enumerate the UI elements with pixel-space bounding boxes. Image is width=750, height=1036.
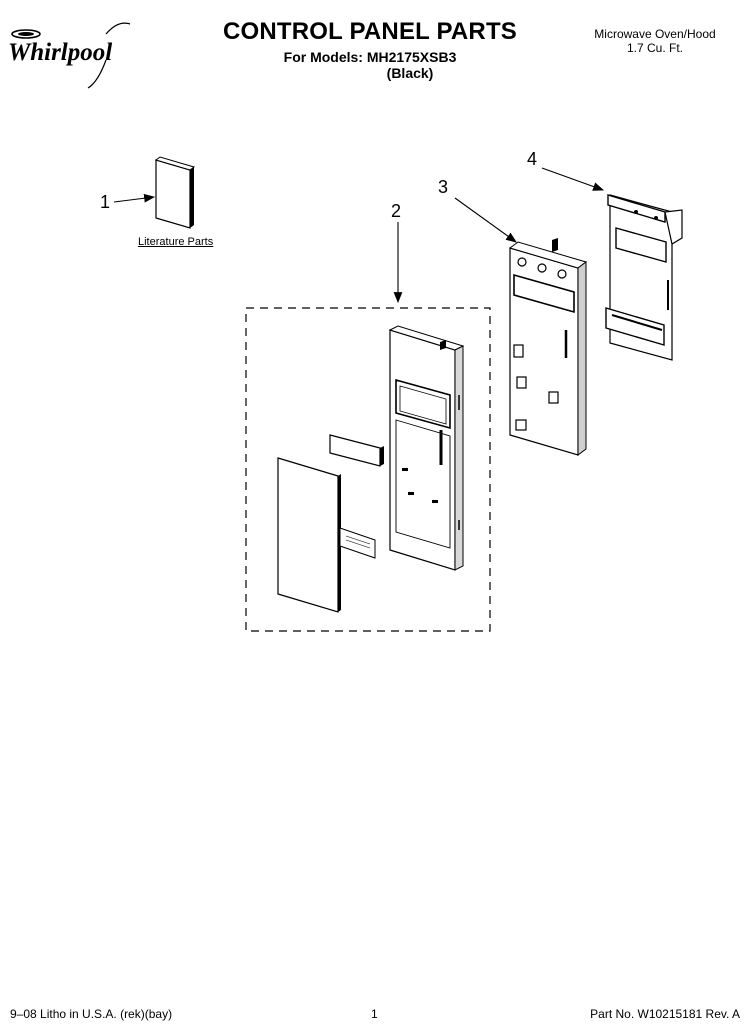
display-lens: [329, 434, 384, 467]
whirlpool-logo-graphic: Whirlpool: [8, 22, 131, 89]
control-panel-bracket-part: [508, 238, 588, 456]
callout-4: 4: [527, 149, 538, 169]
model-color: (Black): [386, 65, 434, 81]
page-title: CONTROL PANEL PARTS: [222, 18, 518, 45]
membrane-tail-tag: [339, 527, 376, 559]
product-capacity: 1.7 Cu. Ft.: [626, 41, 684, 55]
callout-2: 2: [391, 201, 402, 221]
literature-booklet-part: [154, 156, 196, 229]
callout-4-arrow: [541, 167, 605, 191]
assembly-2-dashed-box: [245, 307, 491, 632]
callout-1-arrow: [113, 193, 156, 203]
control-panel-front: [388, 325, 465, 571]
footer-part-number: Part No. W10215181 Rev. A: [590, 1007, 740, 1021]
whirlpool-logo: Whirlpool: [6, 22, 156, 92]
footer-litho: 9–08 Litho in U.S.A. (rek)(bay): [10, 1007, 173, 1021]
touchpad-overlay: [277, 457, 341, 613]
callout-3: 3: [438, 177, 449, 197]
product-type: Microwave Oven/Hood: [594, 27, 716, 41]
circuit-board-part: [605, 194, 683, 361]
callout-3-arrow: [454, 197, 517, 243]
footer-page-number: 1: [371, 1007, 378, 1021]
callout-1: 1: [100, 192, 111, 212]
logo-text: Whirlpool: [8, 39, 112, 66]
literature-parts-label: Literature Parts: [138, 236, 214, 248]
model-number: For Models: MH2175XSB3: [283, 49, 457, 65]
